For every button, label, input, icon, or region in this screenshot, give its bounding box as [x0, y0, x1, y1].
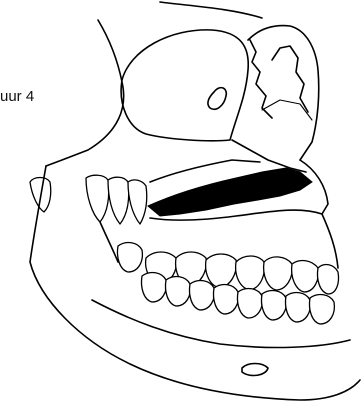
figure-caption: uur 4 — [0, 89, 34, 104]
cranium-outline — [46, 20, 124, 166]
fracture-gap-shadow — [148, 168, 312, 216]
orbital-foramen — [208, 88, 226, 110]
nasal-bone-right — [248, 26, 319, 160]
ramus-anterior — [100, 222, 118, 262]
frontal-bone-line — [160, 2, 262, 18]
maxilla-fracture-line — [232, 140, 306, 172]
mental-foramen — [242, 364, 268, 376]
nasal-fracture-edge-3 — [262, 100, 312, 120]
orbit-outline — [121, 30, 248, 141]
